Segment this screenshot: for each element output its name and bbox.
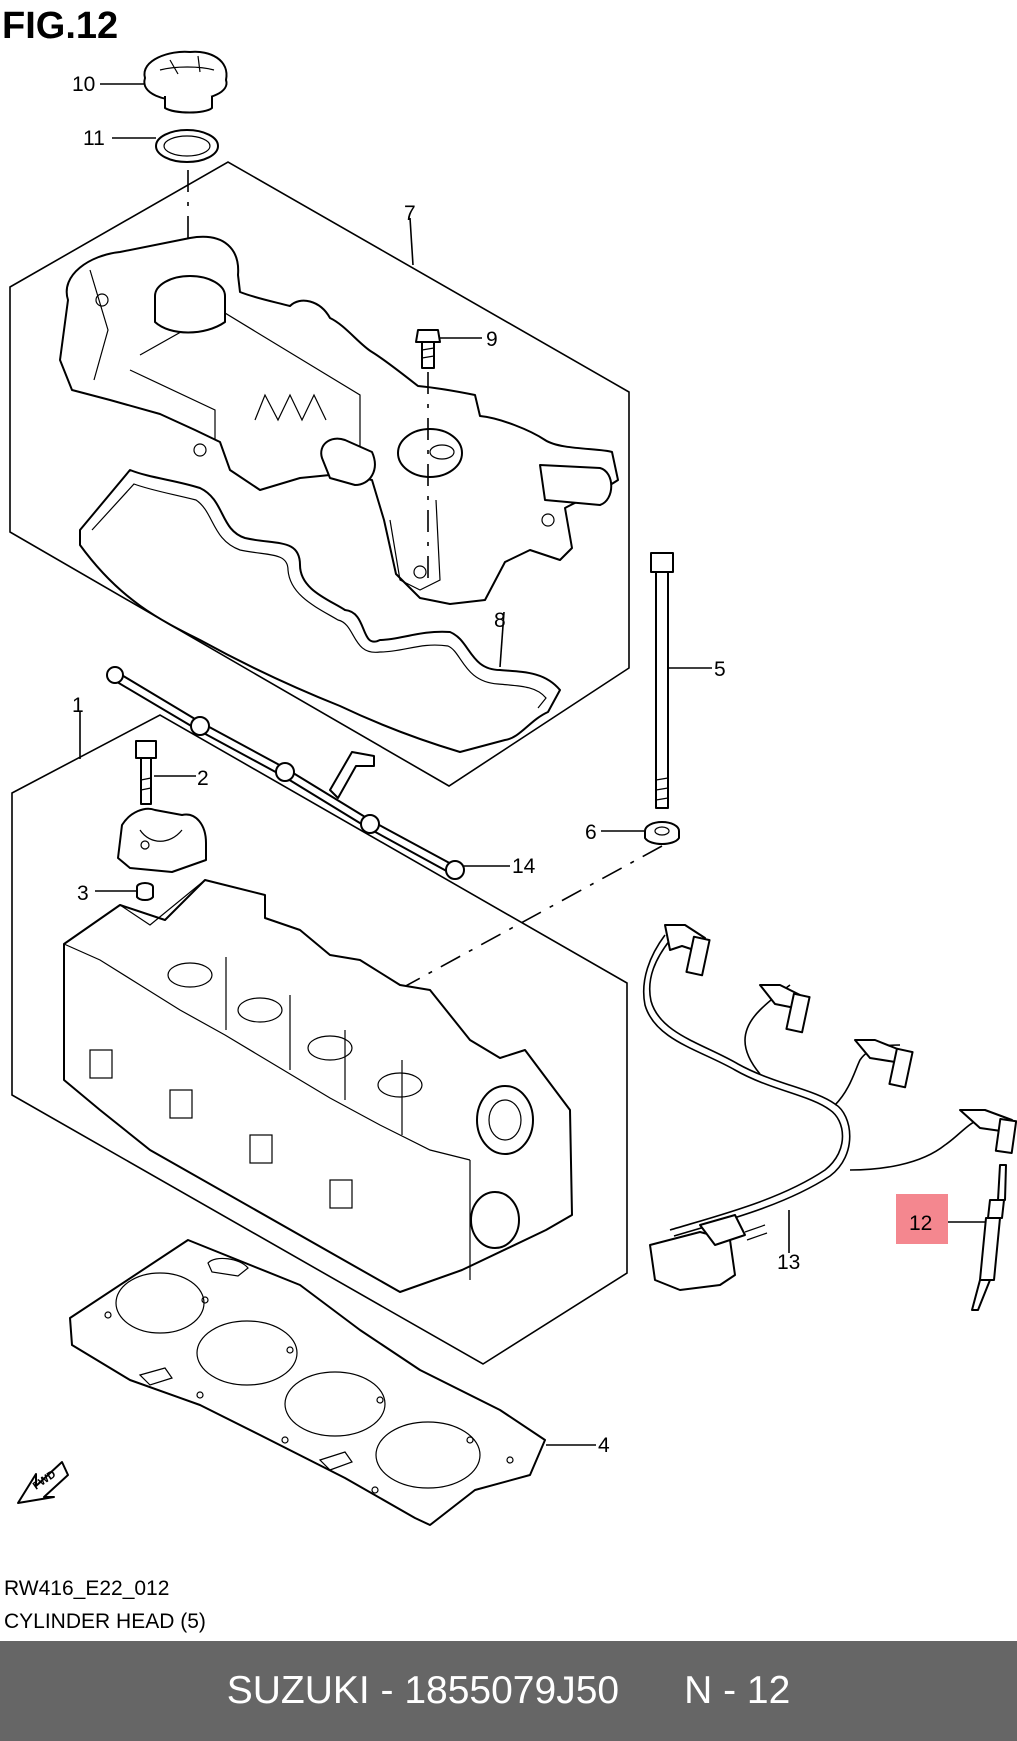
head-bolt-washer [644,821,680,845]
figure-caption: CYLINDER HEAD (5) [4,1610,206,1633]
callout-7: 7 [404,202,416,225]
dowel-pin [136,882,154,901]
callout-14: 14 [512,855,536,878]
oil-filler-cap [143,50,228,114]
glow-plug [971,1164,1007,1311]
head-gasket [69,1239,546,1526]
highlight-box [896,1194,948,1244]
camshaft-cap [117,807,207,873]
fwd-arrow-icon: FWD [17,1461,69,1504]
callout-6: 6 [585,821,597,844]
callout-10: 10 [72,73,95,96]
callout-5: 5 [714,658,726,681]
head-bolt-long [650,552,674,809]
cylinder-head-cover-group [9,161,630,787]
drawing-code: RW416_E22_012 [4,1577,170,1600]
callout-11: 11 [83,127,105,150]
footer-part-number: SUZUKI - 1855079J50 N - 12 [226,1669,791,1712]
callout-2: 2 [197,767,209,790]
callout-12: 12 [909,1212,932,1235]
callout-3: 3 [77,882,89,905]
callout-9: 9 [486,328,498,351]
cap-bolt [135,740,157,805]
oil-pipe [106,666,465,880]
callout-4: 4 [598,1434,610,1457]
figure-title: FIG.12 [2,5,118,47]
cover-bolt [415,329,441,369]
seal-ring [155,129,219,163]
cylinder-head-group [11,714,628,1365]
callout-13: 13 [777,1251,800,1274]
callout-8: 8 [494,609,506,632]
glow-plug-harness [642,924,1017,1291]
callout-1: 1 [72,694,84,717]
footer-bar: SUZUKI - 1855079J50 N - 12 [0,1641,1017,1741]
cover-gasket [79,469,561,753]
